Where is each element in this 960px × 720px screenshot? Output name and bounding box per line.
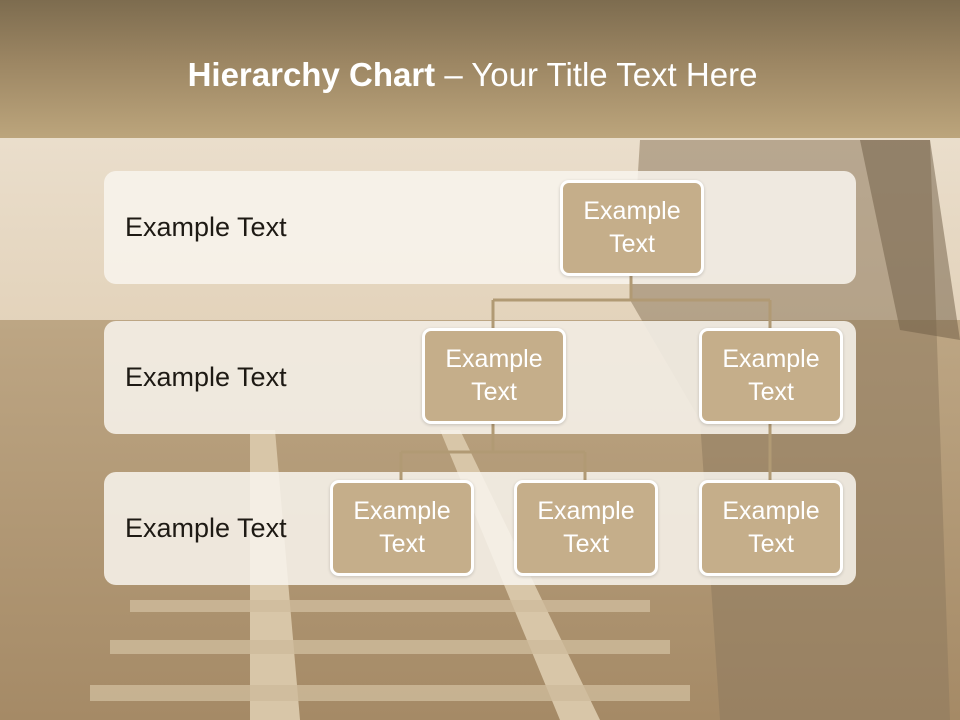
node-level2-left[interactable]: Example Text	[422, 328, 566, 424]
node-level3-c-line2: Text	[748, 530, 794, 558]
node-level3-a-line2: Text	[379, 530, 425, 558]
node-level2-left-line2: Text	[471, 378, 517, 406]
node-level2-right[interactable]: Example Text	[699, 328, 843, 424]
node-level3-a[interactable]: Example Text	[330, 480, 474, 576]
node-level2-right-line2: Text	[748, 378, 794, 406]
node-root[interactable]: Example Text	[560, 180, 704, 276]
title-rest: – Your Title Text Here	[435, 56, 758, 93]
node-level3-b-line2: Text	[563, 530, 609, 558]
row-label-3: Example Text	[125, 513, 287, 543]
row-label-1: Example Text	[125, 212, 287, 242]
node-root-line2: Text	[609, 230, 655, 258]
node-level3-b[interactable]: Example Text	[514, 480, 658, 576]
row-label-2: Example Text	[125, 362, 287, 392]
row-level-1: Example Text	[104, 171, 856, 284]
node-level3-c-line1: Example	[722, 497, 820, 525]
node-level2-right-line1: Example	[722, 345, 820, 373]
node-level3-c[interactable]: Example Text	[699, 480, 843, 576]
node-level2-left-line1: Example	[445, 345, 543, 373]
node-root-line1: Example	[583, 197, 681, 225]
title-bold: Hierarchy Chart	[187, 56, 436, 93]
slide-title: Hierarchy Chart – Your Title Text Here	[0, 56, 945, 94]
node-level3-b-line1: Example	[537, 497, 635, 525]
title-band	[0, 0, 960, 138]
node-level3-a-line1: Example	[353, 497, 451, 525]
